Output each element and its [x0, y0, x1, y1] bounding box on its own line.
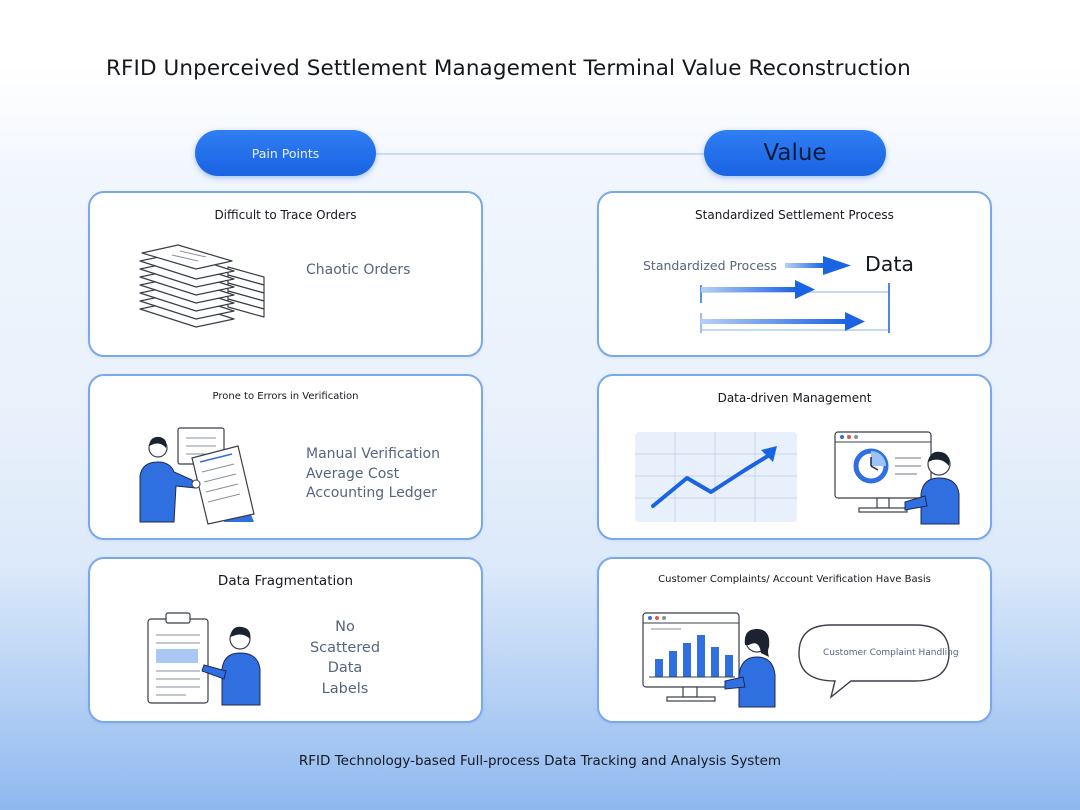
value-pill: Value [704, 130, 886, 176]
person-at-monitor-icon [834, 431, 960, 525]
card-title: Data Fragmentation [217, 573, 354, 589]
pain-card-verification-errors: Prone to Errors in Verification Manual V… [88, 374, 483, 540]
line-no: No [335, 619, 355, 635]
card-title: Difficult to Trace Orders [214, 208, 357, 222]
line-data: Data [327, 660, 363, 677]
fragmentation-lines: No Scattered Data Labels [290, 617, 400, 700]
pain-points-pill: Pain Points [195, 130, 376, 176]
card-title: Data-driven Management [717, 391, 872, 405]
connector-line [375, 153, 705, 155]
value-card-customer-complaints: Customer Complaints/ Account Verificatio… [597, 557, 992, 723]
card-title: Standardized Settlement Process [695, 208, 894, 222]
process-arrows-icon [700, 256, 890, 333]
verification-lines: Manual Verification Average Cost Account… [306, 445, 440, 504]
customer-complaint-handling-text: Customer Complaint Handling [823, 648, 959, 658]
line-manual-verification: Manual Verification [306, 446, 440, 462]
value-card-data-driven-management: Data-driven Management [597, 374, 992, 540]
footer-caption: RFID Technology-based Full-process Data … [298, 753, 782, 769]
data-label: Data [865, 252, 914, 276]
line-scattered: Scattered [309, 639, 381, 656]
person-with-clipboard-icon [147, 612, 261, 706]
paper-stack-icon [139, 244, 265, 328]
trend-chart-icon [635, 432, 797, 522]
pain-card-trace-orders: Difficult to Trace Orders Chaotic Orders [88, 191, 483, 357]
page-title: RFID Unperceived Settlement Management T… [106, 56, 911, 81]
chaotic-orders-text: Chaotic Orders [306, 262, 411, 278]
speech-bubble-icon [798, 624, 950, 699]
standardized-process-label: Standardized Process [643, 258, 777, 273]
line-accounting-ledger: Accounting Ledger [306, 485, 437, 501]
card-title: Customer Complaints/ Account Verificatio… [658, 574, 931, 585]
line-labels: Labels [321, 681, 369, 698]
value-card-standardized-process: Standardized Settlement Process Standard… [597, 191, 992, 357]
person-checking-documents-icon [139, 427, 255, 525]
pain-card-data-fragmentation: Data Fragmentation No Scattered Data Lab… [88, 557, 483, 723]
line-average-cost: Average Cost [306, 465, 400, 482]
card-title: Prone to Errors in Verification [212, 391, 359, 402]
person-with-bar-chart-monitor-icon [642, 612, 776, 708]
